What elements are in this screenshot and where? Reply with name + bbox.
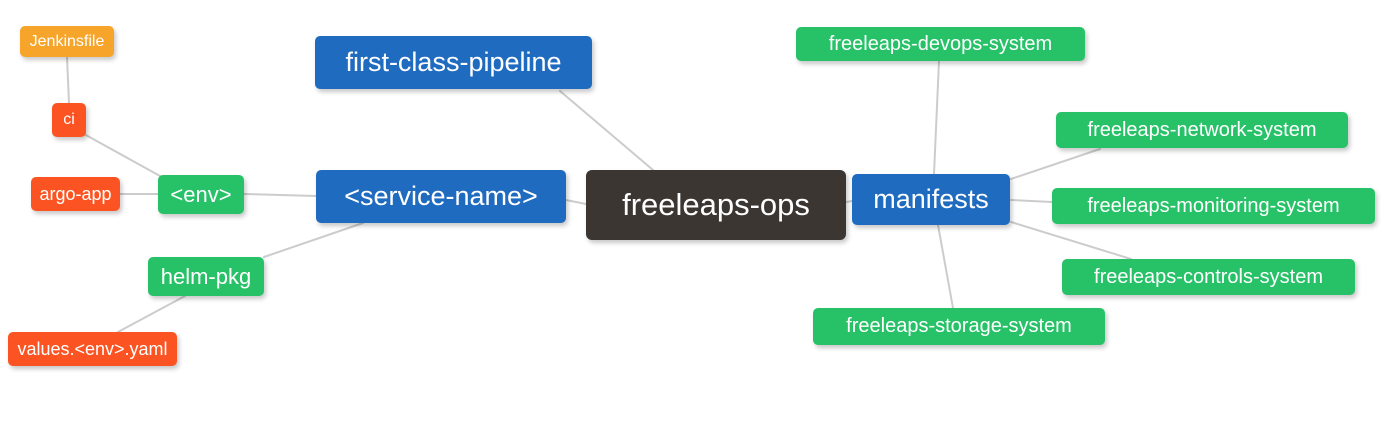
edge-root-manifests bbox=[845, 200, 853, 203]
node-first-class-pipeline[interactable]: first-class-pipeline bbox=[315, 36, 592, 89]
edge-values-helmpkg bbox=[117, 295, 186, 333]
edge-manifests-devops bbox=[933, 60, 940, 175]
edge-manifests-controls bbox=[1010, 221, 1132, 260]
node-service-name[interactable]: <service-name> bbox=[316, 170, 566, 223]
node-freeleaps-network-system[interactable]: freeleaps-network-system bbox=[1056, 112, 1348, 148]
node-jenkinsfile[interactable]: Jenkinsfile bbox=[20, 26, 114, 57]
node-argo-app[interactable]: argo-app bbox=[31, 177, 120, 211]
edge-ci-env bbox=[83, 133, 161, 177]
node-helm-pkg[interactable]: helm-pkg bbox=[148, 257, 264, 296]
node-freeleaps-devops-system[interactable]: freeleaps-devops-system bbox=[796, 27, 1085, 61]
edge-helmpkg-servicename bbox=[263, 222, 364, 258]
edge-jenkinsfile-ci bbox=[66, 56, 70, 104]
edge-fcp-root bbox=[559, 90, 654, 171]
edge-env-servicename bbox=[243, 193, 317, 197]
edge-manifests-monitoring bbox=[1010, 199, 1053, 203]
edge-servicename-root bbox=[565, 199, 587, 205]
node-freeleaps-monitoring-system[interactable]: freeleaps-monitoring-system bbox=[1052, 188, 1375, 224]
node-ci[interactable]: ci bbox=[52, 103, 86, 137]
edge-manifests-storage bbox=[937, 224, 954, 309]
node-freeleaps-storage-system[interactable]: freeleaps-storage-system bbox=[813, 308, 1105, 345]
node-manifests[interactable]: manifests bbox=[852, 174, 1010, 225]
edge-manifests-network bbox=[1010, 148, 1101, 180]
node-values-env-yaml[interactable]: values.<env>.yaml bbox=[8, 332, 177, 366]
node-freeleaps-ops-root[interactable]: freeleaps-ops bbox=[586, 170, 846, 240]
node-env[interactable]: <env> bbox=[158, 175, 244, 214]
node-freeleaps-controls-system[interactable]: freeleaps-controls-system bbox=[1062, 259, 1355, 295]
